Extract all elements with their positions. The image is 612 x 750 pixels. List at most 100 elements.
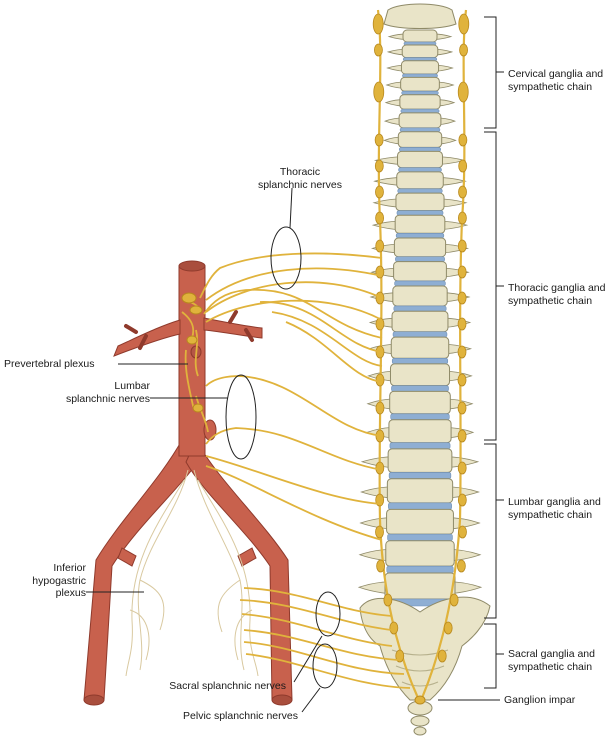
vertebra-body	[386, 508, 454, 535]
lumbar-splanchnic-label: Lumbar splanchnic nerves	[40, 380, 150, 405]
lumbar-splanchnic-line1: Lumbar	[114, 380, 150, 392]
intervertebral-disc	[393, 305, 447, 312]
intervertebral-disc	[399, 127, 441, 133]
sacral-ganglia-line2: sympathetic chain	[508, 660, 593, 673]
ganglion-impar-node	[414, 695, 426, 705]
inferior-hypogastric-line2: hypogastric	[32, 574, 86, 587]
cervical-line2: sympathetic chain	[508, 80, 593, 93]
sympathetic-ganglion	[458, 133, 468, 147]
lumbar-ganglia-label: Lumbar ganglia and sympathetic chain	[508, 496, 612, 521]
cervical-line1: Cervical ganglia and	[508, 68, 604, 80]
sympathetic-ganglion	[449, 593, 459, 607]
lumbar-splanchnic-nerves	[205, 375, 383, 541]
sympathetic-ganglion	[457, 461, 467, 475]
vertebra-body	[396, 171, 444, 190]
ganglion-impar-label: Ganglion impar	[504, 694, 576, 706]
sympathetic-ganglion	[457, 401, 467, 415]
sacral-ganglia-line1: Sacral ganglia and	[508, 648, 595, 660]
intervertebral-disc	[390, 413, 450, 421]
sympathetic-ganglion	[372, 13, 384, 35]
thoracic-ganglia-line1: Thoracic ganglia and	[508, 282, 606, 294]
intervertebral-disc	[395, 256, 445, 262]
atlas-vertebra	[383, 3, 457, 29]
intervertebral-disc	[402, 73, 438, 78]
vertebra-body	[389, 363, 451, 387]
sympathetic-ganglion	[374, 133, 384, 147]
vertebra-body	[399, 94, 441, 110]
intervertebral-disc	[399, 147, 441, 152]
vertebra-body	[388, 419, 452, 444]
sympathetic-ganglion	[375, 525, 384, 539]
vertebra-body	[402, 29, 438, 43]
sympathetic-ganglion	[375, 185, 384, 199]
sympathetic-ganglion	[373, 81, 385, 103]
sacral-ganglia-label: Sacral ganglia and sympathetic chain	[508, 648, 612, 673]
sacral-splanchnic-nerves	[239, 587, 393, 647]
thoracic-splanchnic-line1: Thoracic	[279, 166, 321, 178]
sympathetic-ganglion	[437, 649, 447, 663]
sacral-splanchnic-label: Sacral splanchnic nerves	[169, 680, 286, 692]
sympathetic-ganglion	[375, 401, 385, 415]
sympathetic-ganglion	[457, 239, 467, 253]
intervertebral-disc	[400, 108, 440, 114]
intervertebral-disc	[387, 533, 453, 542]
lumbar-ganglia-line1: Lumbar ganglia and	[508, 496, 601, 508]
cervical-ganglia-label: Cervical ganglia and sympathetic chain	[508, 68, 612, 93]
thoracic-splanchnic-circle	[270, 187, 302, 290]
prevertebral-plexus-label: Prevertebral plexus	[4, 358, 95, 370]
sympathetic-ganglion	[375, 373, 385, 387]
sympathetic-ganglion	[375, 461, 385, 475]
sympathetic-ganglion	[459, 43, 468, 57]
vertebra-body	[392, 285, 448, 307]
sympathetic-ganglion	[383, 593, 393, 607]
thoracic-ganglia-label: Thoracic ganglia and sympathetic chain	[508, 282, 612, 307]
sympathetic-ganglion	[458, 159, 468, 173]
intervertebral-disc	[389, 442, 451, 450]
intervertebral-disc	[391, 358, 449, 365]
sympathetic-ganglion	[457, 265, 467, 279]
sympathetic-ganglion	[457, 81, 469, 103]
sympathetic-ganglion	[443, 621, 453, 635]
vertebra-body	[385, 540, 455, 567]
pelvic-splanchnic-circle	[301, 643, 338, 713]
vertebra-body	[397, 150, 443, 169]
sympathetic-ganglion	[456, 559, 466, 573]
intervertebral-disc	[394, 280, 446, 287]
sympathetic-ganglion	[375, 239, 385, 253]
sympathetic-ganglion	[375, 211, 385, 225]
vertebra-body	[389, 390, 451, 415]
thoracic-splanchnic-line2: splanchnic nerves	[257, 178, 343, 191]
aorta	[83, 260, 293, 706]
vertebra-body	[397, 131, 443, 148]
coccyx	[407, 700, 433, 736]
sympathetic-ganglion	[389, 621, 399, 635]
sympathetic-ganglion	[457, 317, 467, 331]
inferior-hypogastric-plexus-network	[125, 469, 259, 677]
thoracic-splanchnic-nerves	[199, 252, 383, 383]
lumbar-splanchnic-circle	[150, 374, 257, 460]
intervertebral-disc	[391, 385, 449, 392]
sympathetic-ganglion	[458, 185, 467, 199]
pelvic-splanchnic-nerves	[243, 629, 411, 689]
leader-lines	[86, 363, 500, 701]
intervertebral-disc	[397, 188, 443, 194]
vertebra-body	[393, 237, 447, 258]
vertebra-body	[391, 310, 449, 333]
vertebra-body	[384, 572, 456, 600]
inferior-hypogastric-line1: Inferior	[53, 562, 86, 574]
sympathetic-ganglion	[374, 159, 384, 173]
vertebral-column	[357, 3, 483, 607]
vertebra-body	[387, 448, 453, 473]
lumbar-ganglia-line2: sympathetic chain	[508, 508, 593, 521]
inferior-hypogastric-label: Inferior hypogastric plexus	[4, 562, 86, 600]
vertebra-body	[394, 214, 446, 234]
intervertebral-disc	[401, 90, 439, 95]
sympathetic-ganglion	[457, 429, 467, 443]
thoracic-ganglia-line2: sympathetic chain	[508, 294, 593, 307]
vertebra-body	[401, 44, 439, 59]
sympathetic-ganglion	[458, 525, 467, 539]
vertebra-body	[386, 478, 454, 504]
intervertebral-disc	[396, 210, 444, 216]
vertebra-body	[393, 261, 447, 282]
